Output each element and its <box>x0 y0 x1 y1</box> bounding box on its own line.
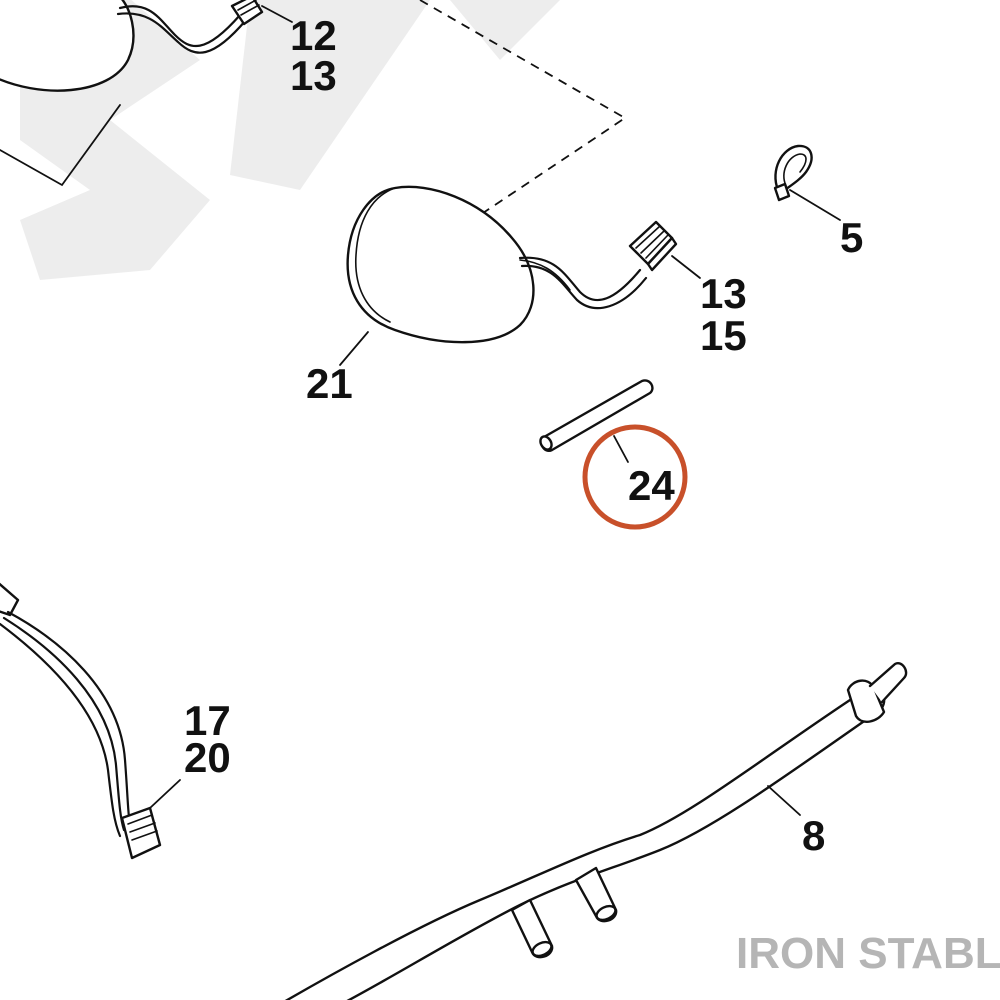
wire-harness <box>0 582 162 860</box>
leader-5 <box>789 189 841 221</box>
leader-13-15 <box>671 255 701 279</box>
callout-13-top: 13 <box>290 52 337 99</box>
brand-watermark: IRON STABLE <box>736 929 1000 978</box>
highlight-circle <box>582 424 688 530</box>
callout-12: 12 <box>290 12 337 59</box>
callout-21: 21 <box>306 360 353 407</box>
leader-21 <box>339 331 369 366</box>
callout-15: 15 <box>700 312 747 359</box>
wire-connector-icon <box>230 0 264 26</box>
callout-20: 20 <box>184 734 231 781</box>
wire-connector-icon <box>120 806 162 860</box>
leader-24 <box>613 435 629 463</box>
callout-8: 8 <box>802 812 825 859</box>
pin-icon <box>539 379 654 452</box>
callout-5: 5 <box>840 214 863 261</box>
wire-connector-icon <box>628 220 678 272</box>
leader-8 <box>767 785 801 816</box>
handlebar-icon <box>284 662 908 1000</box>
callout-13-mid: 13 <box>700 270 747 317</box>
assembly-dashed-line <box>419 0 627 216</box>
callout-17: 17 <box>184 697 231 744</box>
callout-24: 24 <box>628 462 675 509</box>
cable-strap-icon <box>773 144 813 202</box>
turn-signal-lamp-icon <box>346 185 678 344</box>
turn-signal-lamp-icon <box>0 0 264 187</box>
leader-17-20 <box>149 779 181 809</box>
leader-12 <box>261 5 293 23</box>
